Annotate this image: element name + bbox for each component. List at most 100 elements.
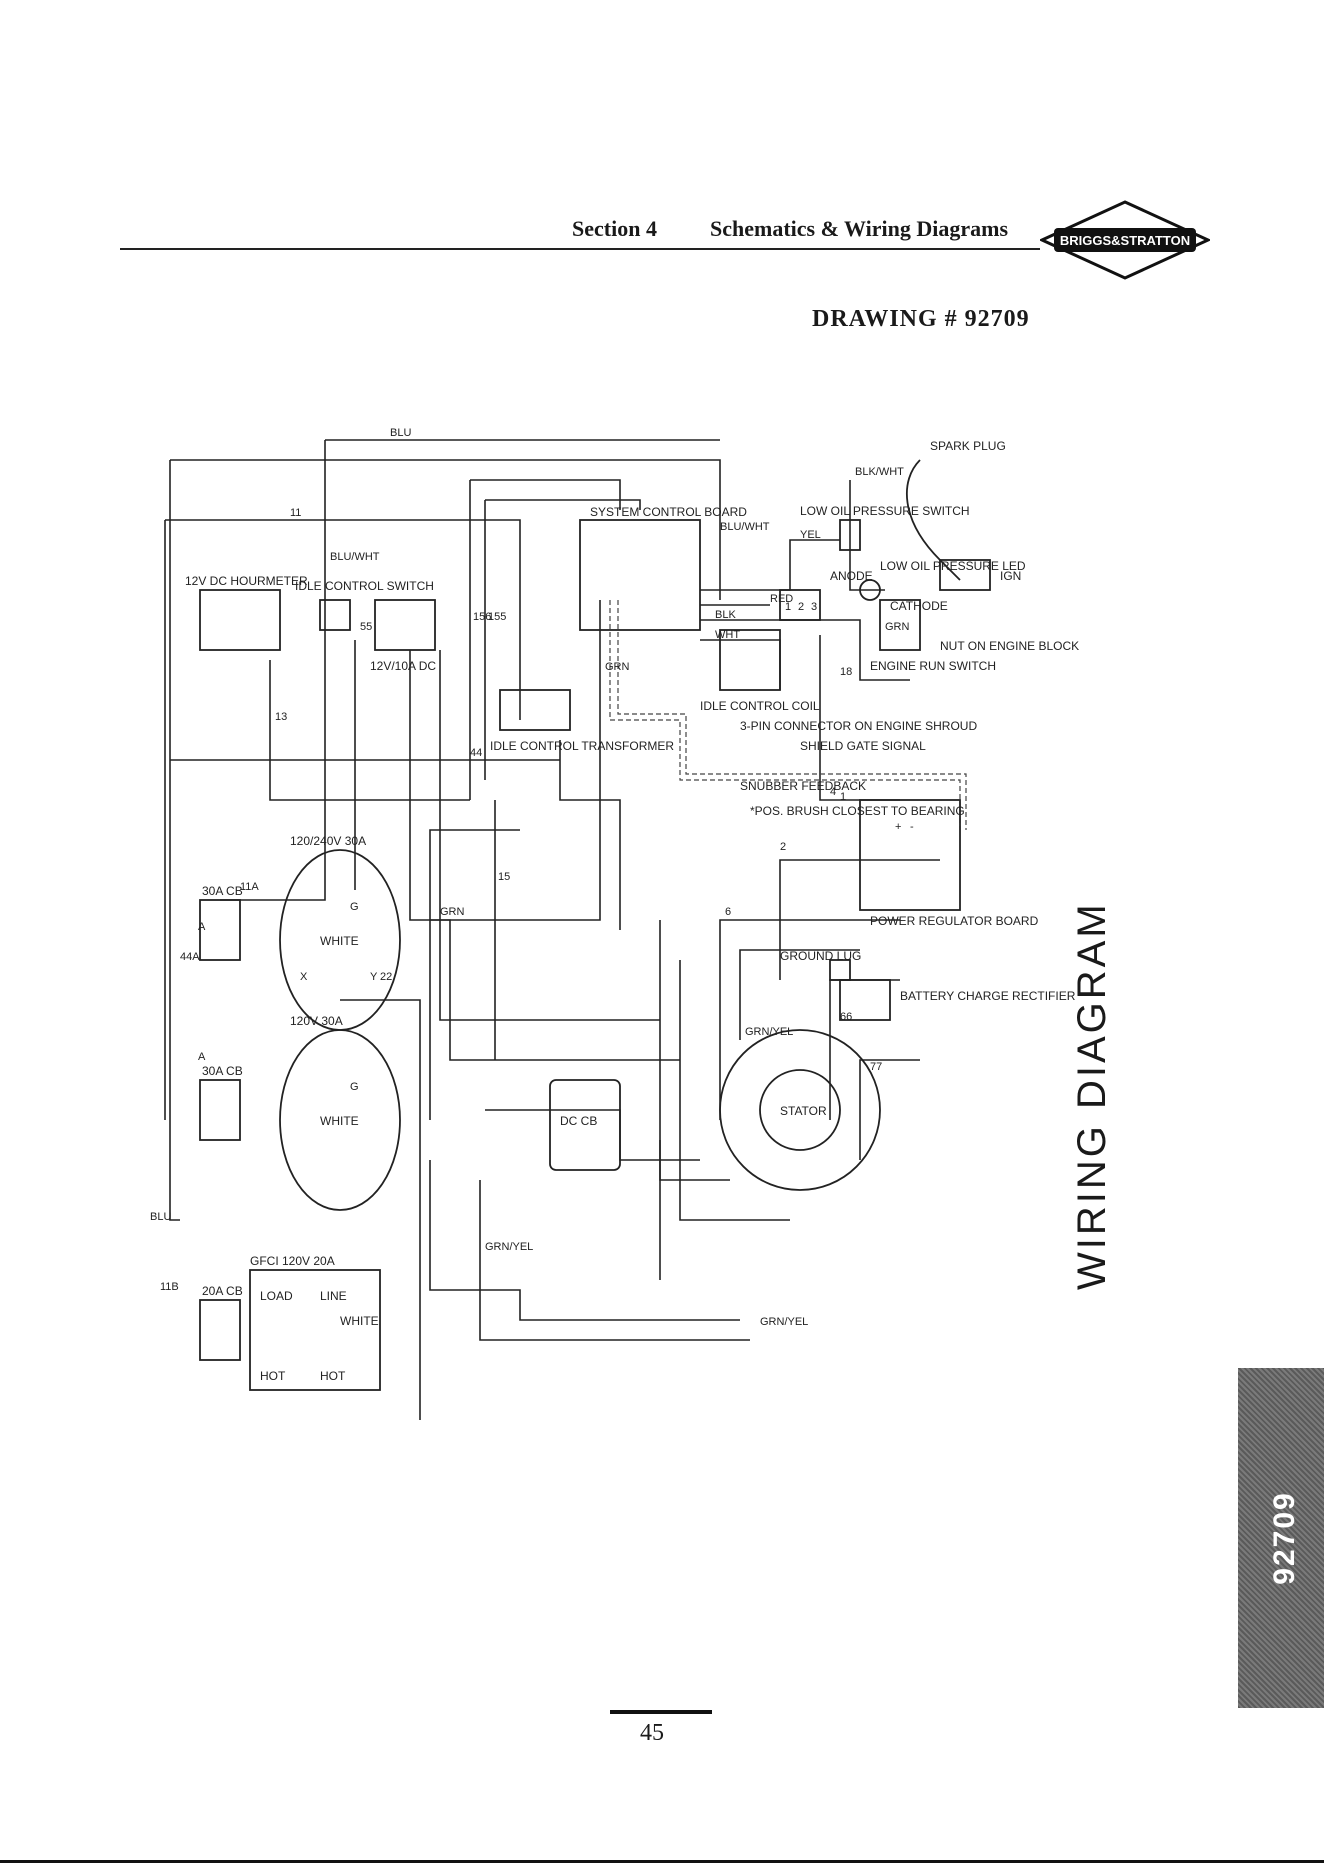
page-number: 45 [640,1720,664,1746]
wire-label-66: 66 [840,1011,852,1023]
wire-label-grn-c: GRN [885,621,910,633]
wire-label-bluwht-right: BLU/WHT [720,521,770,533]
pin-3: 3 [811,601,817,613]
label-outlet-120: 120V 30A [290,1014,343,1028]
idle-coil [719,629,781,691]
wire-label-11a: 11A [240,881,259,893]
wire-label-6: 6 [725,906,731,918]
label-cb30-bot: 30A CB [202,1064,243,1078]
wire-44-stator [439,650,660,1021]
label-brush-note: *POS. BRUSH CLOSEST TO BEARING [750,804,965,818]
system-board [579,519,701,631]
shielded-cable [609,600,961,830]
wire-blkwht [849,480,885,591]
wire-yel [700,539,840,591]
shielded-cable-b [617,600,967,830]
label-x: X [300,971,308,983]
cb-20a [199,1299,241,1361]
pin-2: 2 [798,601,804,613]
wire-22-bottom [429,1160,740,1321]
wire-label-156: 156 [473,611,491,623]
wire-label-11b: 11B [160,1281,179,1293]
wire-blu-top [170,459,721,600]
section-title: Schematics & Wiring Diagrams [710,216,1008,241]
wire-label-13: 13 [275,711,287,723]
label-ground-lug: GROUND LUG [780,949,861,963]
wire-label-bluwht: BLU/WHT [330,551,380,563]
label-white-gfci: WHITE [340,1314,379,1328]
label-minus: - [910,821,914,833]
wire-155-top [485,499,641,510]
outlet-120 [279,1029,401,1211]
stator [719,1029,881,1191]
wire-label-yel: YEL [800,529,821,541]
wire-grn [430,600,601,921]
label-rectifier: BATTERY CHARGE RECTIFIER [900,989,1076,1003]
page-header: Section 4 Schematics & Wiring Diagrams B… [120,200,1210,280]
label-ign: IGN [1000,569,1021,583]
dc-cb [549,1079,621,1171]
gfci [249,1269,381,1391]
wire-grnyel-lug [739,949,860,1040]
side-tab-label: 92709 [1268,1491,1301,1585]
label-line: LINE [320,1289,347,1303]
label-dc-cb: DC CB [560,1114,597,1128]
label-stator: STATOR [780,1104,827,1118]
low-oil-led [859,579,881,601]
engine-run-switch [879,599,921,651]
label-power-regulator: POWER REGULATOR BOARD [870,914,1039,928]
wire-label-blu-left: BLU [150,1211,171,1223]
three-pin-connector [779,589,821,621]
wire-11a [340,999,421,1420]
label-low-oil-led: LOW OIL PRESSURE LED [880,559,1026,573]
label-engine-run-switch: ENGINE RUN SWITCH [870,659,996,673]
wire-label-15: 15 [498,871,510,883]
label-g-120: G [350,1081,359,1093]
label-white-120: WHITE [320,1114,359,1128]
label-connector: 3-PIN CONNECTOR ON ENGINE SHROUD [740,719,977,733]
brand-logo-text: BRIGGS&STRATTON [1060,233,1190,248]
wire-55-stator [409,650,680,1061]
label-white-240: WHITE [320,934,359,948]
cb-30a-240 [199,899,241,961]
label-low-oil-switch: LOW OIL PRESSURE SWITCH [800,504,970,518]
wire-label-grnyel: GRN/YEL [745,1026,793,1038]
label-anode: ANODE [830,569,873,583]
label-g-240: G [350,901,359,913]
ground-lug [829,959,851,981]
dc-outlet [374,599,436,651]
wire-11-right [559,740,621,930]
stator-inner [759,1069,841,1151]
wire-label-grn-b: GRN [440,906,465,918]
label-snubber: SNUBBER FEEDBACK [740,779,866,793]
wire-label-red: RED [770,593,793,605]
label-cb20: 20A CB [202,1284,243,1298]
cb-30a-120 [199,1079,241,1141]
wire-2 [779,859,940,980]
wire-label-4: 4 [830,786,836,798]
wire-label-blu: BLU [390,427,411,439]
label-idle-transformer: IDLE CONTROL TRANSFORMER [490,739,674,753]
wire-label-22: 22 [380,971,392,983]
label-cb30-top: 30A CB [202,884,243,898]
ignition-coil [939,559,991,591]
wire-label-blkwht: BLK/WHT [855,466,904,478]
pin-1: 1 [785,601,791,613]
wire-label-1: 1 [840,791,846,803]
wire-label-44: 44 [470,747,482,759]
wire-blu-left [169,460,180,1221]
wire-label-grn: GRN [605,661,630,673]
wire-label-a: A [198,921,206,933]
label-hot-1: HOT [260,1369,286,1383]
label-hourmeter: 12V DC HOURMETER [185,574,308,588]
idle-switch [319,599,351,631]
power-regulator [859,799,961,911]
wire-77 [859,1059,920,1160]
wire-label-155: 155 [488,611,506,623]
header-rule [120,248,1040,250]
wire-15b [429,829,520,1120]
label-spark-plug: SPARK PLUG [930,439,1006,453]
wire-wht [700,639,781,690]
wire-label-blk: BLK [715,609,736,621]
wire-label-grnyel-c: GRN/YEL [760,1316,808,1328]
